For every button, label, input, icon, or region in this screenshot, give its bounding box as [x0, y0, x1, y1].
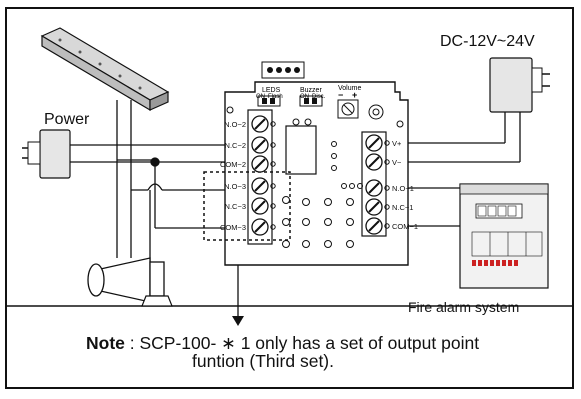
terminal-v--pin — [384, 140, 390, 146]
terminal-com-2-pin — [270, 161, 276, 167]
terminal-com-3-pin — [270, 224, 276, 230]
terminal-n-o-1-label: N.O−1 — [392, 184, 414, 193]
terminal-v--label: V− — [392, 158, 402, 167]
terminal-n-c-2-screw-slot — [254, 139, 266, 151]
note-block: Note : SCP-100- ∗ 1 only has a set of ou… — [86, 334, 576, 370]
terminal-n-c-1-label: N.C−1 — [392, 203, 413, 212]
third-set-highlight — [203, 171, 291, 241]
note-label: Note — [86, 333, 125, 353]
terminal-v--screw-slot — [368, 137, 380, 149]
terminal-com-2-label: COM−2 — [220, 160, 246, 169]
terminal-n-o-3-label: N.O−3 — [224, 182, 246, 191]
leds-on-label: ON — [256, 94, 265, 100]
volume-minus-label: − — [338, 90, 343, 100]
terminal-com-2-screw-slot — [254, 158, 266, 170]
terminal-n-o-1-screw-slot — [368, 182, 380, 194]
note-line-1: SCP-100- ∗ 1 only has a set of output po… — [139, 333, 480, 353]
terminal-n-c-1-pin — [384, 204, 390, 210]
fire-alarm-label: Fire alarm system — [408, 299, 519, 315]
leds-label: LEDS — [262, 87, 281, 94]
fire-alarm-panel-icon — [459, 183, 549, 289]
terminal-v--label: V+ — [392, 139, 402, 148]
buzzer-on-label: ON — [300, 94, 309, 100]
terminal-com-3-label: COM−3 — [220, 223, 246, 232]
electromagnetic-lock-icon — [40, 27, 170, 112]
terminal-v--screw-slot — [368, 156, 380, 168]
terminal-n-o-1-pin — [384, 185, 390, 191]
power-label-left: Power — [44, 111, 90, 128]
outer-frame — [5, 7, 574, 389]
terminal-n-o-3-pin — [270, 183, 276, 189]
terminal-n-o-3-screw-slot — [254, 180, 266, 192]
terminal-com-1-screw-slot — [368, 220, 380, 232]
power-adapter-left-icon — [22, 129, 71, 179]
terminal-n-c-1-screw-slot — [368, 201, 380, 213]
power-adapter-right-icon — [489, 57, 550, 113]
terminal-com-1-pin — [384, 223, 390, 229]
terminal-n-c-3-pin — [270, 203, 276, 209]
buzzer-label: Buzzer — [300, 87, 322, 94]
siren-icon — [87, 257, 173, 307]
terminal-com-3-screw-slot — [254, 221, 266, 233]
arrow-down-icon — [232, 316, 244, 326]
terminal-com-1-label: COM−1 — [392, 222, 418, 231]
terminal-n-c-2-pin — [270, 142, 276, 148]
note-separator: : — [124, 333, 140, 353]
leds-flash-label: Flash — [268, 94, 283, 100]
buzzer-disc-label: Disc. — [312, 94, 326, 100]
terminal-n-o-2-label: N.O−2 — [224, 120, 246, 129]
volume-plus-label: + — [352, 90, 357, 100]
terminal-n-c-3-screw-slot — [254, 200, 266, 212]
terminal-n-c-2-label: N.C−2 — [225, 141, 246, 150]
note-line-2: funtion (Third set). — [192, 351, 334, 371]
terminal-n-c-3-label: N.C−3 — [225, 202, 246, 211]
volume-label: Volume — [338, 85, 361, 92]
terminal-v--pin — [384, 159, 390, 165]
terminal-n-o-2-pin — [270, 121, 276, 127]
terminal-n-o-2-screw-slot — [254, 118, 266, 130]
power-label-right: DC-12V~24V — [440, 33, 535, 50]
